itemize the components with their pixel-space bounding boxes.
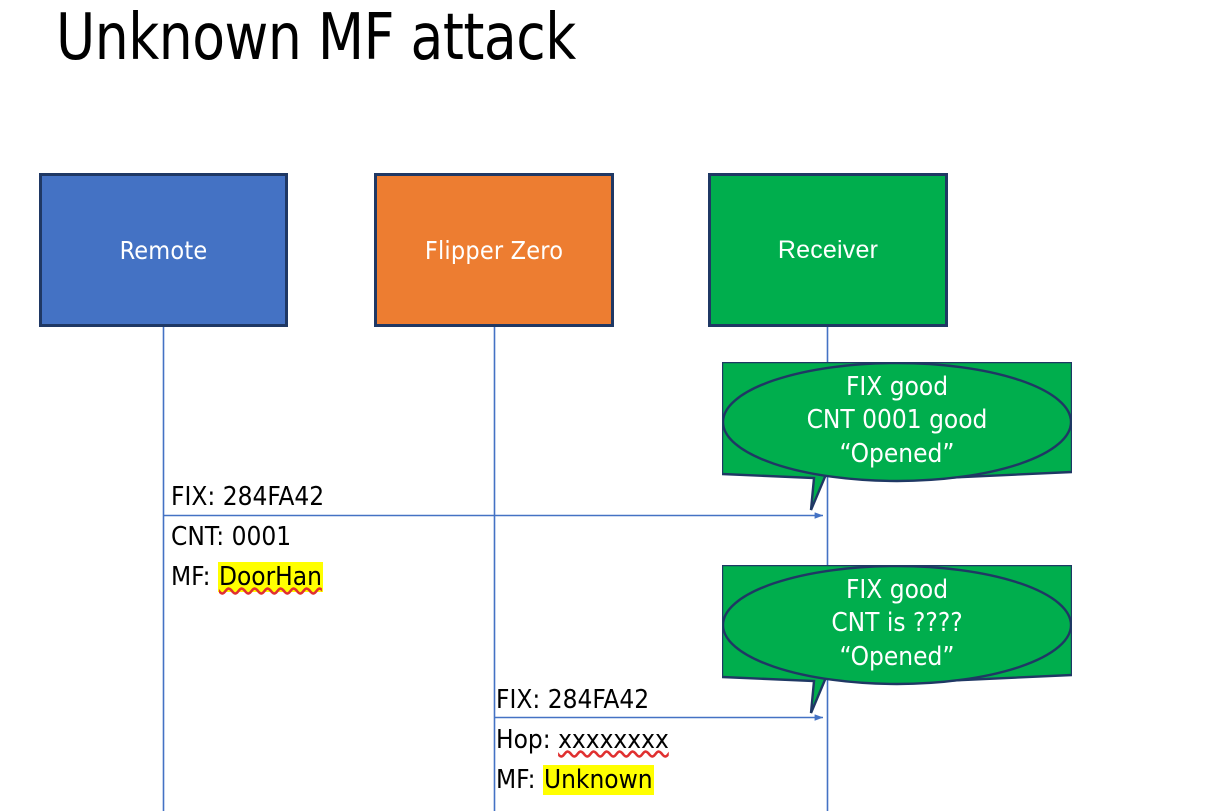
message-2-line-3-label: MF: [496, 765, 543, 795]
callout-receiver-second[interactable]: FIX good CNT is ???? “Opened” [722, 565, 1072, 714]
message-2-line-3: MF: Unknown [496, 760, 669, 800]
message-1-line-3-value: DoorHan [217, 562, 323, 592]
message-2-line-2-label: Hop: [496, 725, 559, 755]
message-1-line-3-label: MF: [171, 562, 218, 592]
actor-box-flipper[interactable]: Flipper Zero [374, 173, 614, 327]
actor-label-receiver: Receiver [777, 235, 879, 264]
message-2-line-1: FIX: 284FA42 [496, 680, 669, 720]
actor-box-receiver[interactable]: Receiver [708, 173, 948, 327]
callout-receiver-first[interactable]: FIX good CNT 0001 good “Opened” [722, 362, 1072, 511]
message-2-line-2: Hop: xxxxxxxx [496, 720, 669, 760]
message-2-line-3-value: Unknown [542, 765, 654, 795]
message-1-line-2-value: 0001 [231, 522, 292, 552]
message-1-line-3: MF: DoorHan [171, 557, 324, 597]
message-1-line-2: CNT: 0001 [171, 517, 324, 557]
message-1-line-1: FIX: 284FA42 [171, 477, 324, 517]
message-2-line-2-value: xxxxxxxx [558, 725, 669, 755]
callout-shape-2 [722, 565, 1072, 714]
message-label-block-1: FIX: 284FA42 CNT: 0001 MF: DoorHan [171, 477, 324, 597]
message-2-line-1-value: 284FA42 [547, 685, 650, 715]
actor-label-remote: Remote [119, 235, 208, 265]
message-label-block-2: FIX: 284FA42 Hop: xxxxxxxx MF: Unknown [496, 680, 669, 800]
callout-shape-1 [722, 362, 1072, 511]
page-title: Unknown MF attack [56, 1, 576, 75]
message-1-line-2-label: CNT: [171, 522, 232, 552]
actor-label-flipper: Flipper Zero [424, 235, 564, 265]
actor-box-remote[interactable]: Remote [39, 173, 288, 327]
message-1-line-1-label: FIX: [171, 482, 223, 512]
message-2-line-1-label: FIX: [496, 685, 548, 715]
message-1-line-1-value: 284FA42 [222, 482, 325, 512]
